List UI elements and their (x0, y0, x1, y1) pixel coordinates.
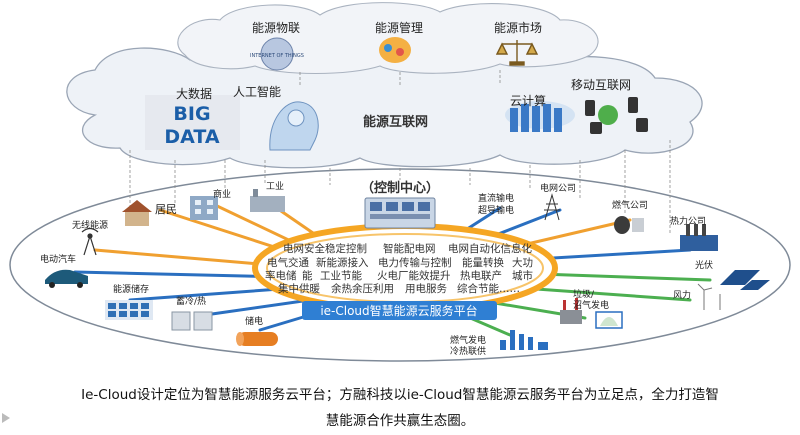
service-5: 电力传输与控制 (378, 256, 452, 269)
node-electricity-storage: 储电 (245, 317, 264, 327)
big-data-icon: BIG DATA (145, 95, 240, 150)
node-waste-biogas: 垃圾/ 沼气发电 (573, 290, 610, 311)
node-gas-power-cchp: 燃气发电 冷热联供 (450, 336, 487, 357)
node-dc-transmission: 直流输电 (478, 194, 515, 204)
top-category-iot: 能源物联 (252, 21, 301, 35)
factory-icon (250, 189, 285, 212)
service-2: 电网自动化信息化 (448, 242, 532, 255)
waste-plant-icon (560, 298, 582, 324)
platform-banner-bg (302, 301, 497, 320)
house-icon (122, 200, 152, 226)
service-9: 能 (302, 269, 313, 282)
brain-gear-icon (379, 37, 411, 63)
node-photovoltaic: 光伏 (695, 261, 714, 271)
service-16: 用电服务 (405, 282, 447, 295)
energy-internet-diagram: 电网安全稳定控制 智能配电网 电网自动化信息化 电气交通 新能源接入 电力传输与… (2, 2, 791, 423)
ai-label: 人工智能 (233, 85, 282, 99)
service-11: 火电厂能效提升 (377, 269, 451, 282)
service-12: 热电联产 (460, 269, 502, 282)
service-8: 率电储 (265, 269, 297, 282)
transmission-tower-icon (544, 193, 560, 221)
ai-head-icon (269, 101, 319, 151)
service-10: 工业节能 (320, 269, 362, 282)
caption-line-1: Ie-Cloud设计定位为智慧能源服务云平台；方融科技以ie-Cloud智慧能源… (81, 387, 719, 403)
service-6: 能量转换 (462, 256, 504, 269)
top-category-market: 能源市场 (494, 21, 543, 35)
service-15: 余热余压利用 (331, 282, 394, 295)
arrow-icon (2, 413, 10, 423)
cloud-computing-icon (505, 101, 575, 132)
cylinder-battery-icon (236, 332, 278, 346)
gas-power-plant-icon (500, 330, 548, 350)
service-7: 大功 (512, 256, 533, 269)
control-center-screens (370, 202, 430, 219)
big-data-label: 大数据 (176, 87, 213, 101)
mobile-internet-icon (585, 97, 648, 134)
node-industrial: 工业 (266, 182, 285, 192)
service-1: 智能配电网 (383, 242, 436, 255)
service-13: 城市 (512, 269, 533, 282)
diagram-canvas: 电网安全稳定控制 智能配电网 电网自动化信息化 电气交通 新能源接入 电力传输与… (9, 2, 791, 362)
biogas-dome-icon (595, 311, 623, 329)
service-0: 电网安全稳定控制 (283, 242, 367, 255)
office-building-icon (190, 196, 218, 220)
iot-globe-icon: INTERNET OF THINGS (250, 37, 304, 71)
control-center-label: （控制中心） (361, 181, 440, 196)
wind-turbine-icon (697, 283, 721, 310)
wireless-tower-icon (81, 227, 99, 256)
svg-text:BIG: BIG (173, 103, 210, 125)
control-center-icon (364, 197, 436, 229)
mobile-internet-label: 移动互联网 (571, 78, 632, 92)
battery-rack-icon (105, 300, 153, 320)
service-17: 综合节能…… (457, 282, 520, 295)
node-heat-company: 热力公司 (670, 217, 707, 227)
gas-tank-icon (614, 216, 644, 234)
service-grid: 电网安全稳定控制 智能配电网 电网自动化信息化 电气交通 新能源接入 电力传输与… (265, 242, 533, 295)
balance-scale-icon (495, 40, 539, 66)
node-cold-heat-storage: 蓄冷/热 (176, 297, 207, 307)
node-wind-power: 风力 (673, 291, 692, 301)
svg-text:DATA: DATA (164, 126, 219, 148)
service-14: 集中供暖 (278, 282, 320, 295)
node-residential: 居民 (155, 203, 177, 216)
caption-line-2: 慧能源合作共赢生态圈。 (325, 413, 475, 429)
node-power-company: 电网公司 (540, 184, 577, 194)
top-cloud (177, 2, 599, 75)
node-commercial: 商业 (213, 190, 232, 200)
electric-car-icon (45, 269, 88, 288)
node-electric-car: 电动汽车 (40, 255, 77, 265)
node-gas-company: 燃气公司 (612, 201, 649, 211)
top-category-management: 能源管理 (375, 21, 424, 35)
cloud-connectors (129, 70, 671, 235)
thermal-storage-icon (171, 311, 213, 331)
platform-banner: ie-Cloud智慧能源云服务平台 (320, 303, 477, 318)
node-wireless-energy: 无线能源 (72, 221, 109, 231)
cloud-computing-label: 云计算 (510, 94, 547, 108)
svg-text:INTERNET OF THINGS: INTERNET OF THINGS (250, 53, 304, 59)
node-superconducting: 超导输电 (478, 206, 515, 216)
node-energy-storage: 能源储存 (113, 285, 150, 295)
energy-internet-label: 能源互联网 (363, 115, 429, 130)
power-plant-icon (680, 224, 718, 251)
solar-panel-icon (720, 270, 770, 290)
service-4: 新能源接入 (316, 256, 369, 269)
service-3: 电气交通 (267, 256, 309, 269)
